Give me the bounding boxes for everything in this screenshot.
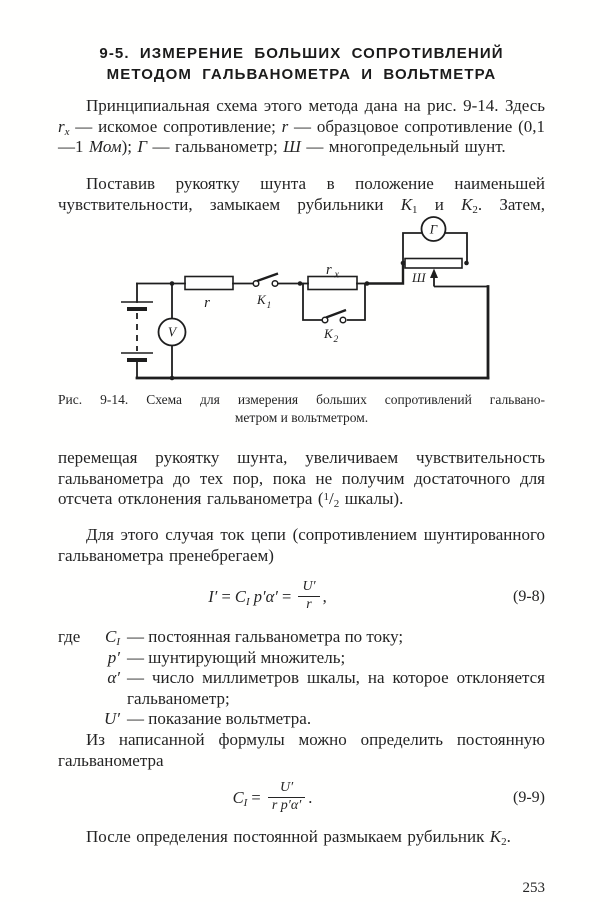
figure-caption: Рис. 9-14. Схема для измерения больших с…: [58, 391, 545, 426]
equation-9-8: I′ = CI p′α′ = U′r, (9-8): [58, 577, 545, 617]
section-heading: 9-5. ИЗМЕРЕНИЕ БОЛЬШИХ СОПРОТИВЛЕНИЙ МЕТ…: [58, 43, 545, 85]
switch-contact: [271, 279, 279, 288]
junction-dot: [464, 260, 469, 266]
fraction-numerator: U′: [302, 578, 316, 594]
equation-9-9-number: (9-9): [513, 789, 545, 806]
equation-9-8-fraction: U′r: [298, 578, 320, 614]
paragraph-current-case: Для этого случая ток цепи (сопротивление…: [58, 525, 545, 565]
switch-k1-label: К: [256, 292, 267, 307]
resistor-r-symbol: r: [184, 275, 234, 311]
equation-9-8-number: (9-8): [513, 588, 545, 605]
fraction-denominator: r: [298, 595, 320, 614]
definition-symbol: α′: [107, 668, 120, 687]
paragraph-shunt-setup: Поставив рукоятку шунта в положение наим…: [58, 174, 545, 216]
shunt-wiper-arrow-icon: [430, 268, 438, 278]
switch-lever: [256, 272, 279, 283]
equation-9-9-fraction: U′r p′α′: [267, 779, 306, 815]
equation-9-8-lead: I′ = CI p′α′ =: [208, 587, 296, 608]
resistor-r-box: [184, 275, 234, 291]
wire: [346, 282, 366, 321]
switch-k2-label-sub: 2: [334, 335, 339, 345]
fraction-denominator: r p′α′: [267, 796, 306, 815]
junction-dot: [169, 281, 175, 286]
shunt-symbol: Ш: [404, 257, 488, 288]
equation-9-8-trail: ,: [322, 587, 327, 606]
junction-dot: [297, 281, 303, 286]
junction-dots: [169, 260, 469, 381]
definition-where-word: где: [58, 627, 81, 646]
definition-row: где CI — постоянная гальванометра по ток…: [58, 627, 545, 648]
voltmeter-circle: [157, 317, 187, 347]
definition-row: p′ — шунтирующий множитель;: [58, 648, 545, 669]
paragraph-open-switch: После определения постоянной размыкаем р…: [86, 827, 511, 848]
circuit-figure: V r К 1 r x К 2 Г: [121, 216, 490, 381]
circuit-wires: [135, 261, 490, 380]
junction-dot: [169, 375, 175, 381]
equation-9-9-body: CI = U′r p′α′.: [29, 775, 516, 821]
definition-row: α′ — число миллиметров шкалы, на которое…: [58, 668, 545, 709]
voltmeter-label: V: [168, 325, 178, 340]
switch-k2-symbol: К 2: [321, 308, 347, 345]
switch-k2-label: К: [323, 326, 334, 341]
equation-9-9: CI = U′r p′α′. (9-9): [58, 775, 545, 821]
resistor-rx-symbol: r x: [307, 262, 358, 291]
switch-k1-symbol: К 1: [252, 272, 279, 311]
figure-caption-line2: метром и вольтметром.: [234, 409, 369, 425]
section-heading-line2: МЕТОДОМ ГАЛЬВАНОМЕТРА И ВОЛЬТМЕТРА: [106, 66, 497, 83]
junction-dot: [400, 260, 406, 266]
galvanometer-label: Г: [429, 222, 438, 237]
resistor-rx-box: [307, 275, 358, 291]
switch-contact: [321, 316, 329, 324]
galvanometer-circle: [420, 216, 447, 242]
wire: [365, 261, 405, 285]
galvanometer-symbol: Г: [402, 216, 468, 263]
resistor-r-label: r: [204, 295, 210, 311]
definition-list: где CI — постоянная гальванометра по ток…: [58, 627, 545, 730]
shunt-box: [404, 257, 463, 269]
definition-text: — показание вольтметра.: [127, 709, 312, 728]
definition-text: — число миллиметров шкалы, на которое от…: [127, 668, 545, 708]
resistor-rx-label-sub: x: [334, 270, 340, 281]
fraction-numerator: U′: [279, 779, 294, 795]
battery-symbol: [121, 301, 153, 362]
wire: [302, 282, 324, 321]
definition-row: U′ — показание вольтметра.: [58, 709, 545, 730]
resistor-rx-label: r: [326, 262, 332, 278]
paragraph-determine-constant: Из написанной формулы можно определить п…: [58, 730, 545, 770]
figure-caption-line1: Рис. 9-14. Схема для измерения больших с…: [58, 392, 545, 407]
equation-9-9-lead: CI =: [232, 788, 265, 809]
switch-k1-label-sub: 1: [267, 301, 272, 311]
page-number: 253: [522, 880, 546, 896]
definition-text: — постоянная гальванометра по току;: [127, 627, 404, 646]
equation-9-9-trail: .: [308, 788, 313, 807]
definition-symbol: p′: [107, 647, 120, 667]
paragraph-sensitivity: перемещая рукоятку шунта, увеличиваем чу…: [58, 448, 545, 510]
section-heading-line1: 9-5. ИЗМЕРЕНИЕ БОЛЬШИХ СОПРОТИВЛЕНИЙ: [99, 45, 504, 62]
switch-lever: [325, 308, 347, 319]
definition-text: — шунтирующий множитель;: [127, 647, 346, 667]
junction-dot: [364, 281, 370, 286]
switch-contact: [339, 316, 347, 324]
definition-symbol: CI: [104, 627, 120, 648]
paragraph-intro: Принципиальная схема этого метода дана н…: [58, 96, 545, 156]
shunt-label: Ш: [411, 270, 427, 285]
definition-symbol: U′: [104, 709, 120, 728]
voltmeter-symbol: V: [157, 317, 187, 347]
equation-9-8-body: I′ = CI p′α′ = U′r,: [24, 577, 511, 617]
